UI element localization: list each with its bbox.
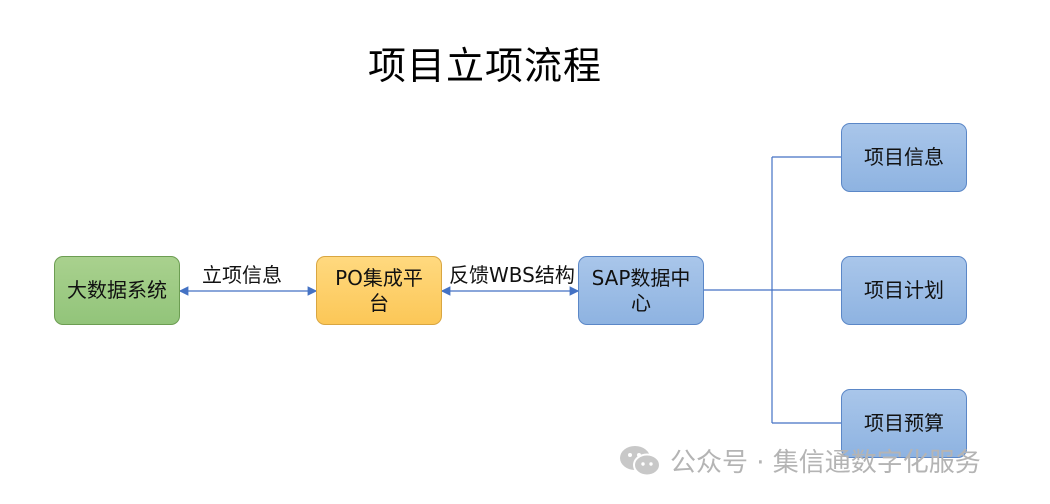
edge-label-approval-info: 立项信息	[202, 263, 282, 287]
edge-label-feedback-wbs: 反馈WBS结构	[449, 263, 575, 287]
watermark: 公众号 · 集信通数字化服务	[618, 442, 981, 479]
node-big-data-label: 大数据系统	[67, 278, 167, 302]
node-po-platform: PO集成平台	[316, 256, 442, 325]
node-project-info-label: 项目信息	[864, 145, 944, 169]
node-project-plan: 项目计划	[841, 256, 967, 325]
watermark-text: 公众号 · 集信通数字化服务	[670, 448, 981, 478]
node-project-budget: 项目预算	[841, 389, 967, 458]
node-po-label: PO集成平台	[335, 265, 423, 315]
node-sap-label: SAP数据中心	[591, 265, 691, 315]
wechat-icon	[618, 443, 662, 479]
node-project-budget-label: 项目预算	[864, 411, 944, 435]
node-project-info: 项目信息	[841, 123, 967, 192]
node-sap-center: SAP数据中心	[578, 256, 704, 325]
diagram-title: 项目立项流程	[367, 44, 602, 88]
node-project-plan-label: 项目计划	[864, 278, 944, 302]
node-big-data-system: 大数据系统	[54, 256, 180, 325]
